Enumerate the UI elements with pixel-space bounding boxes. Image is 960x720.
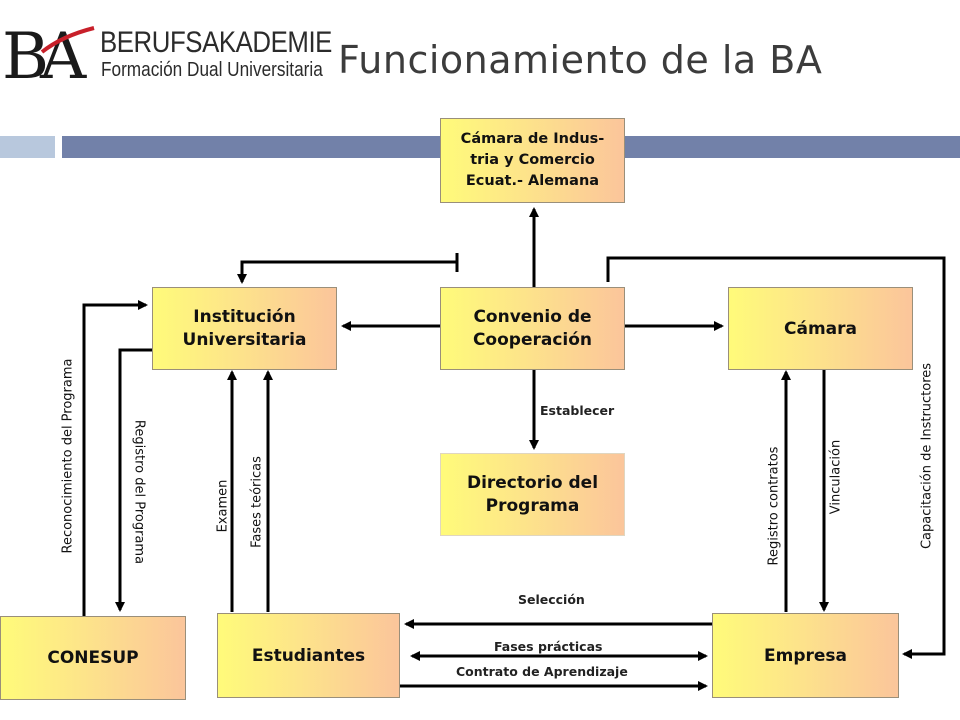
header-bar-accent-light (0, 136, 55, 158)
page-title: Funcionamiento de la BA (338, 38, 823, 82)
node-camara: Cámara (728, 287, 913, 370)
label-vinculacion: Vinculación (828, 439, 844, 515)
node-institucion-universitaria: Institución Universitaria (152, 287, 337, 370)
label-fases-teoricas: Fases teóricas (249, 456, 265, 548)
node-convenio-cooperacion: Convenio de Cooperación (440, 287, 625, 370)
node-estudiantes: Estudiantes (217, 613, 400, 698)
edge-ahk-institucion (237, 260, 457, 284)
label-reconocimiento-programa: Reconocimiento del Programa (60, 358, 76, 554)
label-seleccion: Selección (518, 592, 585, 607)
label-registro-programa: Registro del Programa (131, 419, 147, 565)
ba-logo-icon: B A (2, 22, 95, 84)
node-empresa: Empresa (712, 613, 899, 698)
node-camara-ahk: Cámara de Indus- tria y Comercio Ecuat.-… (440, 118, 625, 203)
logo-text-secondary: Formación Dual Universitaria (101, 59, 323, 81)
label-establecer: Establecer (540, 403, 615, 418)
node-directorio-programa: Directorio del Programa (440, 453, 625, 536)
label-capacitacion-instructores: Capacitación de Instructores (919, 362, 935, 550)
label-contrato-aprendizaje: Contrato de Aprendizaje (456, 664, 628, 679)
edge-reconocimiento (82, 300, 148, 616)
label-fases-practicas: Fases prácticas (494, 639, 603, 654)
logo-text-primary: BERUFSAKADEMIE (100, 26, 332, 59)
edge-registro-programa (115, 348, 152, 612)
label-examen: Examen (215, 479, 231, 533)
node-conesup: CONESUP (0, 616, 186, 700)
label-registro-contratos: Registro contratos (766, 446, 782, 566)
